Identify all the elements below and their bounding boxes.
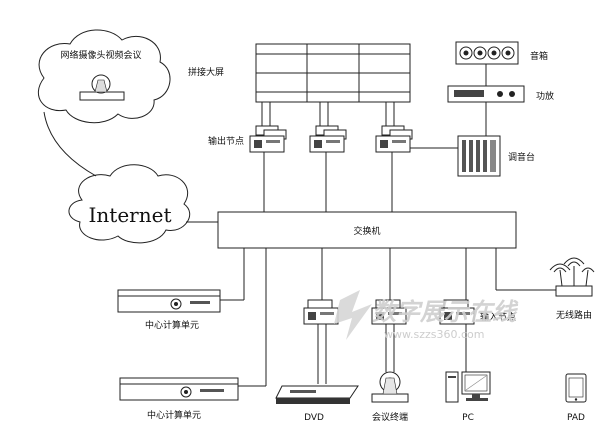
tablet-icon: [565, 373, 587, 403]
input-node-label: 输入节点: [480, 311, 516, 323]
wireless-router-icon: [549, 257, 595, 297]
network-switch: [217, 211, 517, 249]
mixer-icon: [457, 135, 501, 177]
video-conference-cloud: 网络摄像头视频会议: [38, 29, 171, 124]
output-node-2: [309, 125, 347, 153]
mixer-label: 调音台: [508, 151, 535, 163]
video-wall: [255, 43, 411, 103]
watermark-url: www.szzs360.com: [384, 328, 484, 341]
compute-unit-1-label: 中心计算单元: [145, 319, 199, 331]
compute-unit-2-label: 中心计算单元: [147, 409, 201, 421]
switch-label: 交换机: [353, 225, 380, 237]
output-node-label: 输出节点: [208, 135, 244, 147]
cloud-title: 网络摄像头视频会议: [60, 49, 141, 61]
compute-unit-2: [119, 377, 239, 401]
cloud-internet-link: [43, 111, 97, 177]
wireless-router-label: 无线路由: [556, 309, 592, 321]
speaker-label: 音箱: [530, 50, 548, 62]
internet-label: Internet: [89, 203, 172, 227]
speaker-icon: [455, 41, 519, 65]
watermark: 数字展示在线 www.szzs360.com: [334, 290, 519, 341]
amplifier-label: 功放: [536, 90, 554, 102]
conference-terminal-label: 会议终端: [372, 411, 408, 423]
dvd-label: DVD: [304, 413, 324, 423]
amplifier-icon: [447, 85, 525, 103]
dvd-player-icon: [275, 385, 359, 404]
video-wall-label: 拼接大屏: [188, 66, 224, 78]
output-node-3: [375, 125, 413, 153]
watermark-text: 数字展示在线: [372, 298, 519, 326]
input-node-1: [303, 299, 339, 325]
internet-cloud: Internet: [68, 164, 191, 244]
conference-terminal-icon: [371, 371, 409, 403]
input-node-3: [439, 299, 475, 325]
output-node-1: [249, 125, 287, 153]
conference-camera-icon: [79, 74, 125, 101]
compute-unit-1: [117, 289, 221, 313]
pc-icon: [445, 371, 491, 403]
pc-label: PC: [462, 413, 474, 423]
input-node-2: [371, 299, 407, 325]
pad-label: PAD: [567, 413, 585, 423]
